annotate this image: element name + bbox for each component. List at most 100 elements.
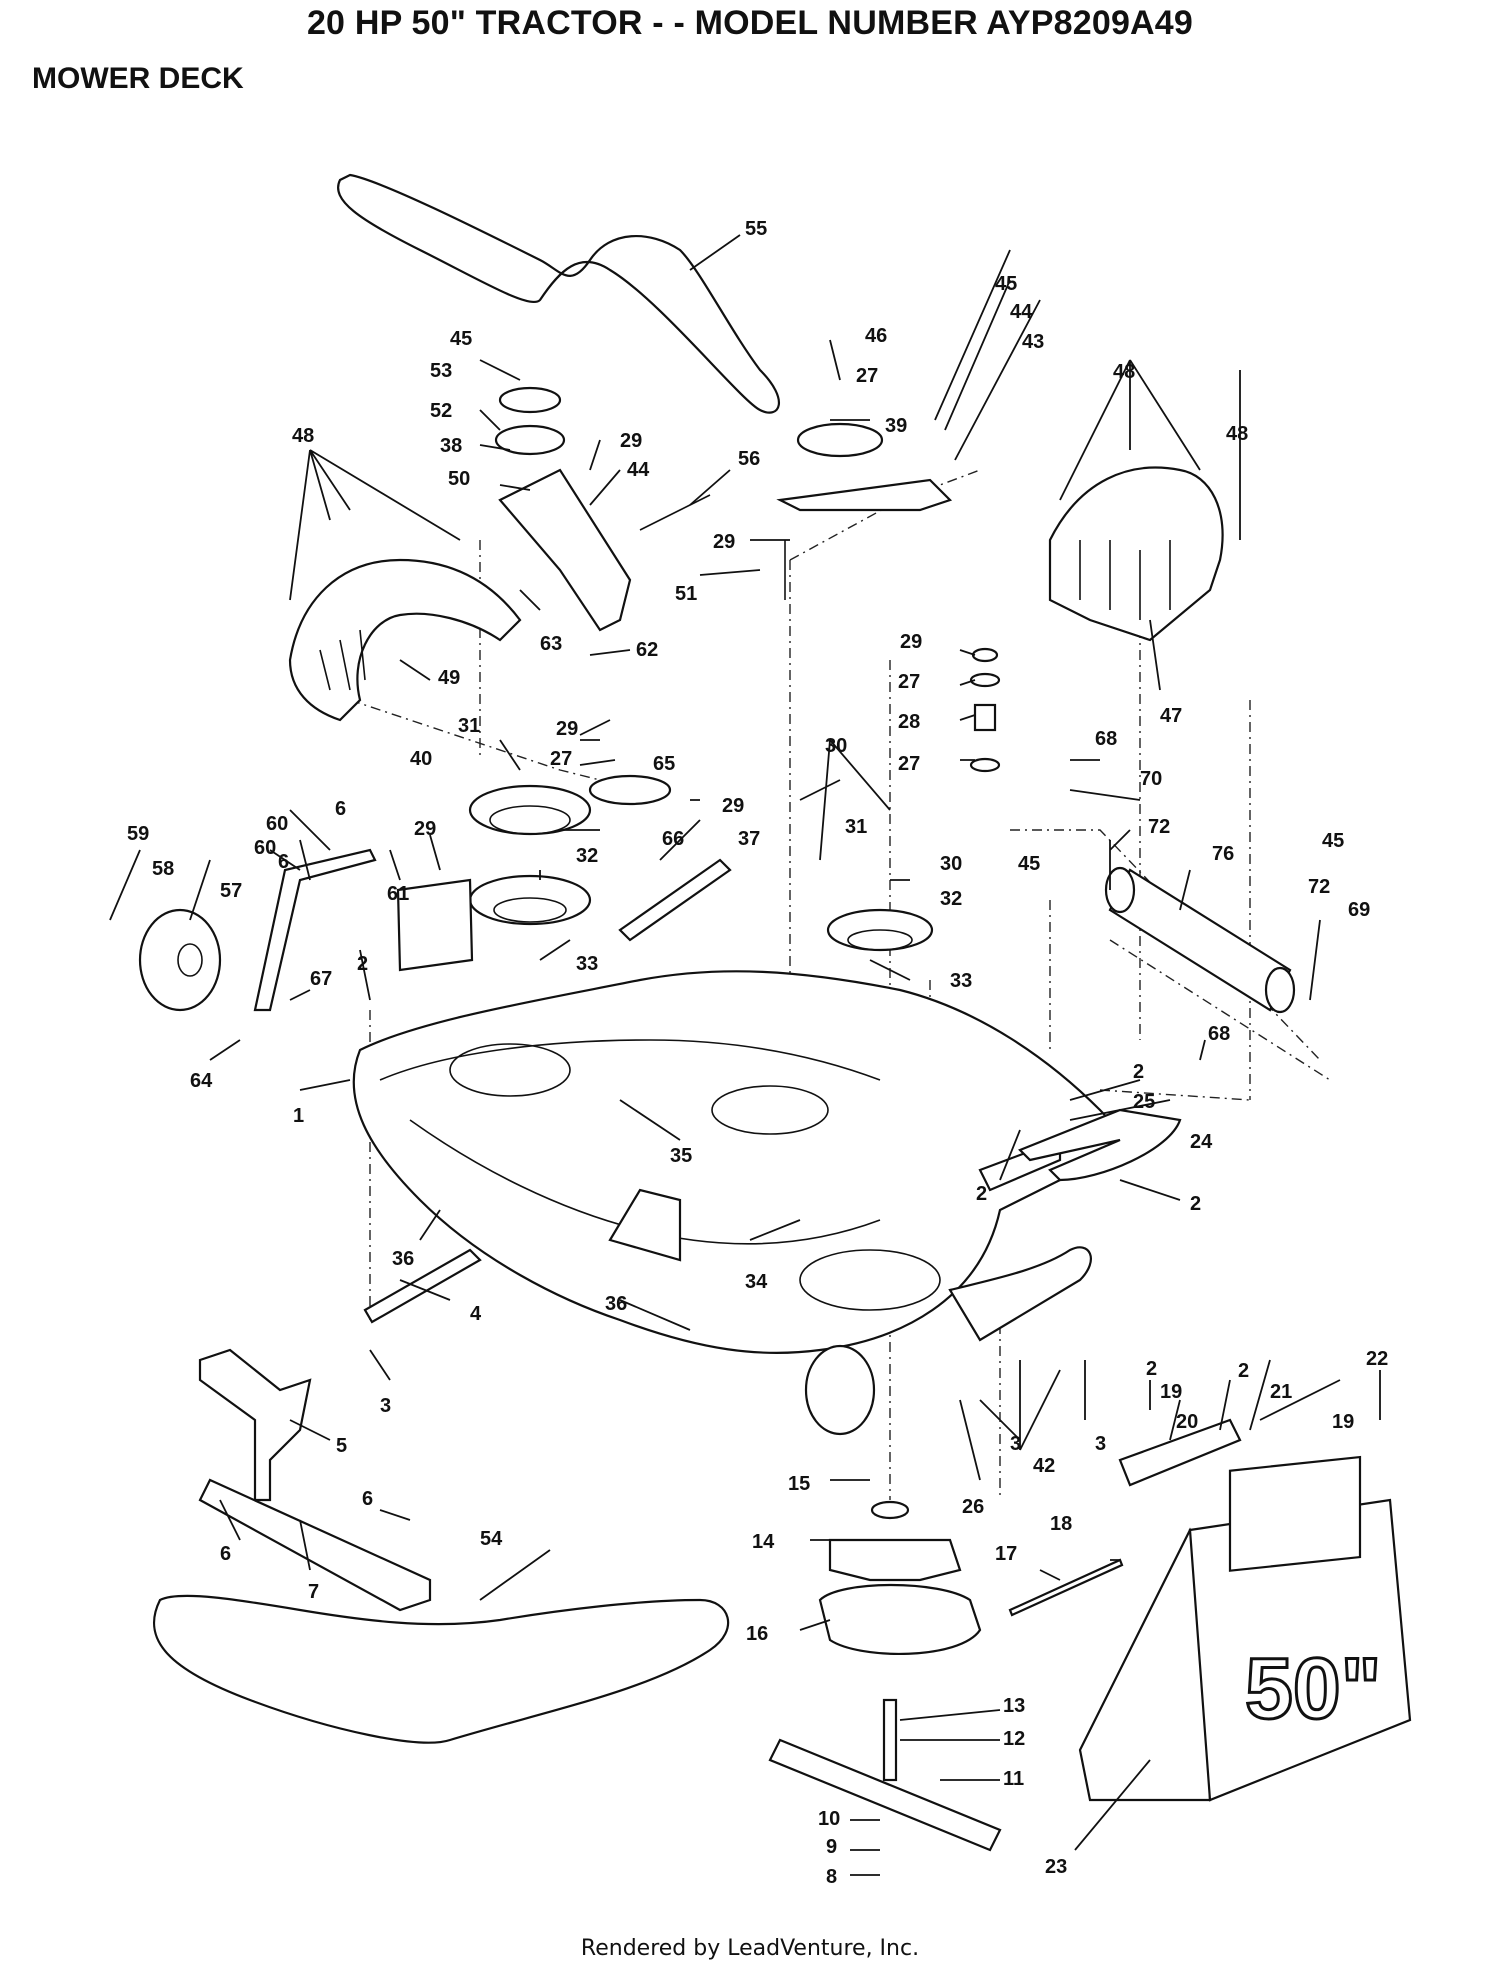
callout-29: 29 bbox=[414, 818, 436, 840]
left-shield-49 bbox=[288, 558, 522, 722]
callout-48: 48 bbox=[1113, 361, 1135, 383]
bracket-5 bbox=[198, 1348, 312, 1502]
rod-17 bbox=[1008, 1558, 1124, 1617]
callout-29: 29 bbox=[620, 430, 642, 452]
spindle-assembly bbox=[768, 1500, 1002, 1852]
callout-2: 2 bbox=[1238, 1360, 1249, 1382]
callout-40: 40 bbox=[410, 748, 432, 770]
callout-23: 23 bbox=[1045, 1856, 1067, 1878]
callout-22: 22 bbox=[1366, 1348, 1388, 1370]
callout-26: 26 bbox=[962, 1496, 984, 1518]
callout-15: 15 bbox=[788, 1473, 810, 1495]
callout-44: 44 bbox=[627, 459, 650, 481]
callout-31: 31 bbox=[458, 715, 480, 737]
callout-76: 76 bbox=[1212, 843, 1234, 865]
callout-6: 6 bbox=[278, 851, 289, 873]
callout-16: 16 bbox=[746, 1623, 768, 1645]
wheel-plate-61 bbox=[396, 878, 474, 972]
callout-45: 45 bbox=[450, 328, 472, 350]
spring-bracket-20 bbox=[1118, 1418, 1242, 1487]
callout-63: 63 bbox=[540, 633, 562, 655]
callout-2: 2 bbox=[1146, 1358, 1157, 1380]
callout-70: 70 bbox=[1140, 768, 1162, 790]
callout-44: 44 bbox=[1010, 301, 1033, 323]
callout-69: 69 bbox=[1348, 899, 1370, 921]
callout-38: 38 bbox=[440, 435, 462, 457]
callout-2: 2 bbox=[1133, 1061, 1144, 1083]
callout-42: 42 bbox=[1033, 1455, 1055, 1477]
callout-2: 2 bbox=[357, 953, 368, 975]
callout-43: 43 bbox=[1022, 331, 1044, 353]
callout-34: 34 bbox=[745, 1271, 768, 1293]
callout-65: 65 bbox=[653, 753, 675, 775]
callout-10: 10 bbox=[818, 1808, 840, 1830]
belt-54 bbox=[152, 1594, 730, 1744]
callout-19: 19 bbox=[1332, 1411, 1354, 1433]
link-7 bbox=[198, 1478, 432, 1612]
idler-arm-37 bbox=[618, 858, 732, 942]
callout-6: 6 bbox=[335, 798, 346, 820]
callout-13: 13 bbox=[1003, 1695, 1025, 1717]
callout-29: 29 bbox=[713, 531, 735, 553]
callout-21: 21 bbox=[1270, 1381, 1292, 1403]
callout-58: 58 bbox=[152, 858, 174, 880]
callout-51: 51 bbox=[675, 583, 697, 605]
right-shield-47 bbox=[1048, 466, 1224, 642]
callout-47: 47 bbox=[1160, 705, 1182, 727]
callout-33: 33 bbox=[576, 953, 598, 975]
callout-29: 29 bbox=[900, 631, 922, 653]
callout-48: 48 bbox=[1226, 423, 1248, 445]
callout-57: 57 bbox=[220, 880, 242, 902]
rendered-by-footer: Rendered by LeadVenture, Inc. bbox=[580, 1936, 920, 1961]
callout-50: 50 bbox=[448, 468, 470, 490]
stabilizer-4 bbox=[363, 1248, 482, 1324]
callout-32: 32 bbox=[576, 845, 598, 867]
callout-6: 6 bbox=[362, 1488, 373, 1510]
callout-36: 36 bbox=[605, 1293, 627, 1315]
callout-29: 29 bbox=[722, 795, 744, 817]
callout-17: 17 bbox=[995, 1543, 1017, 1565]
callout-67: 67 bbox=[310, 968, 332, 990]
callout-18: 18 bbox=[1050, 1513, 1072, 1535]
callout-49: 49 bbox=[438, 667, 460, 689]
callout-45: 45 bbox=[995, 273, 1017, 295]
pulleys bbox=[468, 386, 934, 952]
callout-29: 29 bbox=[556, 718, 578, 740]
callout-8: 8 bbox=[826, 1866, 837, 1888]
callout-60: 60 bbox=[254, 837, 276, 859]
callout-35: 35 bbox=[670, 1145, 692, 1167]
spring-56 bbox=[639, 494, 711, 531]
callout-14: 14 bbox=[752, 1531, 775, 1553]
leader-lines bbox=[109, 234, 1381, 1876]
callout-46: 46 bbox=[865, 325, 887, 347]
callout-45: 45 bbox=[1322, 830, 1344, 852]
callout-72: 72 bbox=[1148, 816, 1170, 838]
callout-30: 30 bbox=[825, 735, 847, 757]
callout-19: 19 bbox=[1160, 1381, 1182, 1403]
callout-9: 9 bbox=[826, 1836, 837, 1858]
callout-64: 64 bbox=[190, 1070, 213, 1092]
callout-33: 33 bbox=[950, 970, 972, 992]
diagram-subtitle: MOWER DECK bbox=[32, 62, 244, 95]
callout-28: 28 bbox=[898, 711, 920, 733]
callout-27: 27 bbox=[898, 671, 920, 693]
callout-56: 56 bbox=[738, 448, 760, 470]
callout-52: 52 bbox=[430, 400, 452, 422]
gauge-wheel-58 bbox=[138, 908, 222, 1012]
callout-3: 3 bbox=[1095, 1433, 1106, 1455]
callout-62: 62 bbox=[636, 639, 658, 661]
callout-36: 36 bbox=[392, 1248, 414, 1270]
callout-24: 24 bbox=[1190, 1131, 1213, 1153]
callout-4: 4 bbox=[470, 1303, 482, 1325]
callout-31: 31 bbox=[845, 816, 867, 838]
callout-60: 60 bbox=[266, 813, 288, 835]
callout-45: 45 bbox=[1018, 853, 1040, 875]
callout-59: 59 bbox=[127, 823, 149, 845]
callout-72: 72 bbox=[1308, 876, 1330, 898]
bracket-24 bbox=[1018, 1108, 1182, 1182]
callout-1: 1 bbox=[293, 1105, 304, 1127]
callout-11: 11 bbox=[1003, 1768, 1024, 1790]
callout-27: 27 bbox=[856, 365, 878, 387]
discharge-chute-23: 50" bbox=[1078, 1455, 1412, 1802]
callout-27: 27 bbox=[898, 753, 920, 775]
